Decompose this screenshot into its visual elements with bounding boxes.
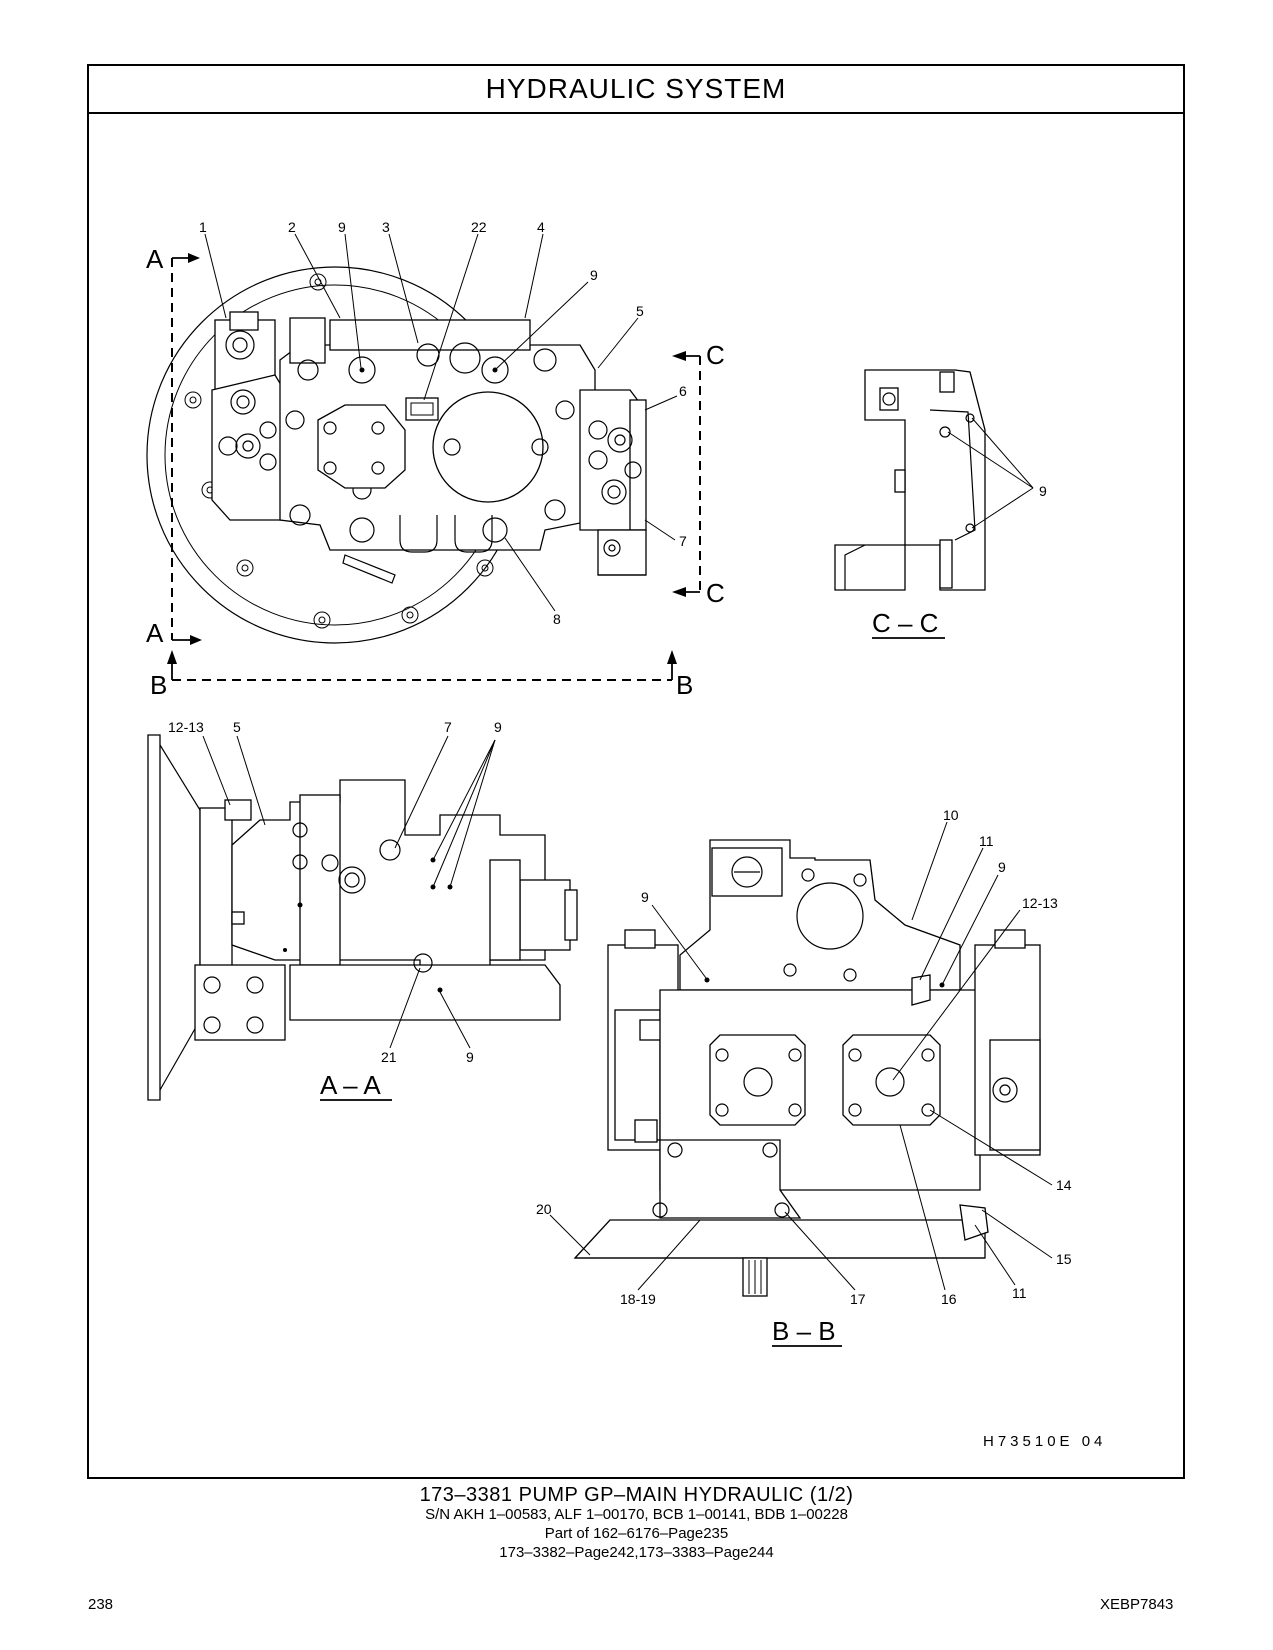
callout-bb-18-19: 18-19 <box>620 1291 656 1307</box>
view-bb: 10 11 9 12-13 9 14 15 11 16 17 18-19 20 <box>536 807 1072 1307</box>
callout-6: 6 <box>679 383 687 399</box>
caption-part-of: Part of 162–6176–Page235 <box>544 1525 729 1542</box>
callout-aa-7: 7 <box>444 719 452 735</box>
drawing-frame: HYDRAULIC SYSTEM <box>87 64 1185 1479</box>
callout-bb-14: 14 <box>1056 1177 1072 1193</box>
callout-aa-12-13: 12-13 <box>168 719 204 735</box>
callout-2: 2 <box>288 219 296 235</box>
caption-related-pages: 173–3382–Page242,173–3383–Page244 <box>499 1544 774 1561</box>
callout-7: 7 <box>679 533 687 549</box>
callout-5: 5 <box>636 303 644 319</box>
callout-bb-11: 11 <box>979 833 994 849</box>
section-lines <box>167 253 701 681</box>
view-label-aa: A – A <box>320 1070 381 1100</box>
callout-bb-15: 15 <box>1056 1251 1072 1267</box>
callout-1: 1 <box>199 219 207 235</box>
callout-aa-9-bottom: 9 <box>466 1049 474 1065</box>
callout-bb-10: 10 <box>943 807 959 823</box>
callout-3: 3 <box>382 219 390 235</box>
section-label-b-right: B <box>676 670 693 700</box>
figure-caption: 173–3381 PUMP GP–MAIN HYDRAULIC (1/2) S/… <box>0 1484 1273 1562</box>
callout-8: 8 <box>553 611 561 627</box>
view-label-bb: B – B <box>772 1316 836 1346</box>
caption-serial-numbers: S/N AKH 1–00583, ALF 1–00170, BCB 1–0014… <box>425 1506 848 1523</box>
callout-bb-11-bottom: 11 <box>1012 1285 1027 1301</box>
view-cc: 9 <box>834 369 1047 591</box>
callout-cc-9: 9 <box>1039 483 1047 499</box>
callout-bb-9-left: 9 <box>641 889 649 905</box>
callout-bb-9: 9 <box>998 859 1006 875</box>
top-view-callouts: 1 2 9 3 22 4 9 5 6 7 8 <box>199 219 687 627</box>
callout-aa-21: 21 <box>381 1049 397 1065</box>
callout-bb-20: 20 <box>536 1201 552 1217</box>
document-id: XEBP7843 <box>1100 1596 1174 1613</box>
view-aa: 12-13 5 7 9 21 9 <box>147 719 578 1101</box>
callout-22: 22 <box>471 219 487 235</box>
section-label-b-left: B <box>150 670 167 700</box>
callout-9: 9 <box>338 219 346 235</box>
callout-4: 4 <box>537 219 545 235</box>
drawing-code: H73510E 04 <box>983 1433 1106 1450</box>
callout-aa-9: 9 <box>494 719 502 735</box>
callout-bb-17: 17 <box>850 1291 866 1307</box>
view-label-cc: C – C <box>872 608 938 638</box>
caption-title: 173–3381 PUMP GP–MAIN HYDRAULIC (1/2) <box>419 1484 854 1506</box>
callout-bb-12-13: 12-13 <box>1022 895 1058 911</box>
section-label-c-bottom: C <box>706 578 725 608</box>
section-label-a-top: A <box>146 244 164 274</box>
top-view <box>146 266 647 644</box>
section-label-c-top: C <box>706 340 725 370</box>
hydraulic-pump-diagram: A A B B C C 1 2 9 3 22 4 9 5 6 7 8 <box>146 219 1106 1450</box>
section-label-a-bottom: A <box>146 618 164 648</box>
page-number: 238 <box>88 1596 114 1613</box>
callout-bb-16: 16 <box>941 1291 957 1307</box>
callout-aa-5: 5 <box>233 719 241 735</box>
page-title: HYDRAULIC SYSTEM <box>89 66 1183 114</box>
callout-9-right: 9 <box>590 267 598 283</box>
